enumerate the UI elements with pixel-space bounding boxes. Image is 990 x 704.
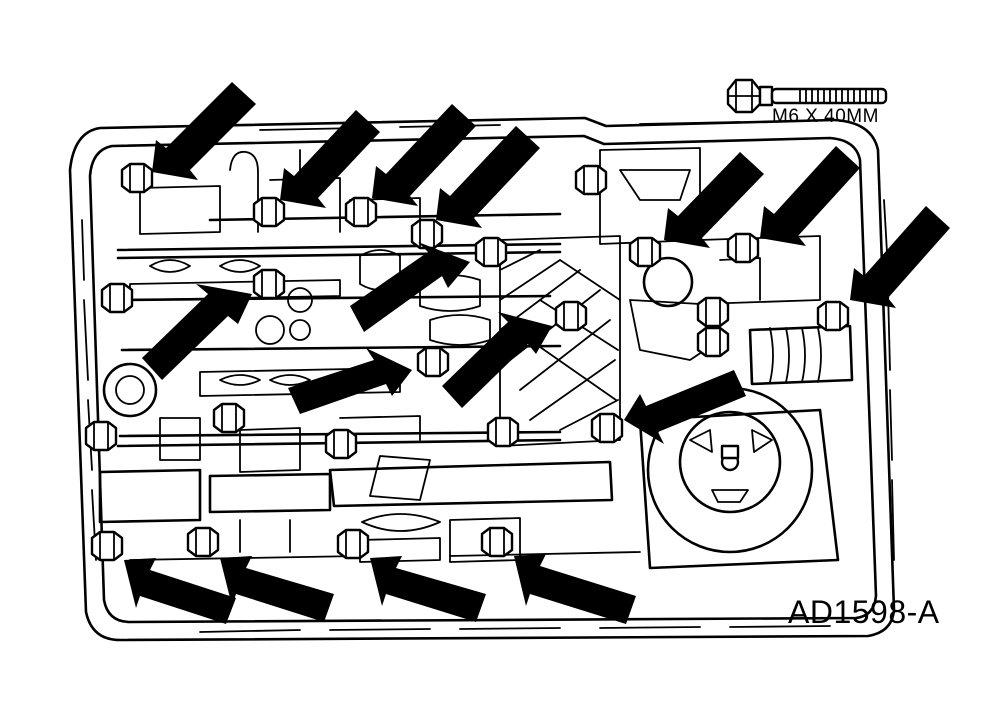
arrow-icon bbox=[350, 242, 470, 332]
arrow-icon bbox=[664, 152, 764, 248]
bolt-icon bbox=[100, 282, 134, 314]
arrow-icon bbox=[760, 146, 860, 246]
bolt-icon bbox=[252, 196, 286, 228]
arrow-icon bbox=[280, 110, 380, 208]
arrow-icon bbox=[370, 556, 486, 622]
bolt-icon bbox=[324, 428, 358, 460]
bolt-icon bbox=[590, 412, 624, 444]
bolt-icon bbox=[410, 218, 444, 250]
bolt-icon bbox=[336, 528, 370, 560]
arrow-icon bbox=[436, 126, 540, 228]
arrow-icon bbox=[142, 284, 252, 380]
arrow-icon bbox=[288, 348, 412, 414]
bolt-icon bbox=[212, 402, 246, 434]
arrow-icon bbox=[850, 206, 950, 308]
bolt-icon bbox=[90, 530, 124, 562]
arrow-icon bbox=[372, 104, 476, 206]
bolt-icon bbox=[554, 300, 588, 332]
arrow-icon bbox=[124, 558, 236, 624]
bolt-icon bbox=[186, 526, 220, 558]
bolt-icon bbox=[480, 526, 514, 558]
bolt-icon bbox=[726, 232, 760, 264]
bolt-icon bbox=[416, 346, 450, 378]
pointer-arrows bbox=[124, 82, 950, 624]
bolt-icon bbox=[628, 236, 662, 268]
arrow-icon bbox=[220, 556, 334, 622]
bolt-icon bbox=[486, 416, 520, 448]
bolt-icon bbox=[344, 196, 378, 228]
bolt-illustration-icon bbox=[726, 78, 888, 114]
arrow-icon bbox=[152, 82, 256, 180]
bolt-icon bbox=[816, 300, 850, 332]
bolt-icon bbox=[696, 296, 730, 328]
arrow-icon bbox=[624, 370, 746, 444]
bolt-heads bbox=[84, 162, 850, 562]
bolt-icon bbox=[84, 420, 118, 452]
arrow-icon bbox=[514, 554, 636, 624]
bolt-icon bbox=[120, 162, 154, 194]
bolt-icon bbox=[474, 236, 508, 268]
figure-id-label: AD1598-A bbox=[788, 594, 940, 630]
bolt-icon bbox=[696, 326, 730, 358]
arrow-icon bbox=[442, 312, 552, 408]
bolt-icon bbox=[574, 164, 608, 196]
bolt-icon bbox=[252, 268, 286, 300]
bolt-spec-label: M6 X 40MM bbox=[772, 106, 879, 127]
